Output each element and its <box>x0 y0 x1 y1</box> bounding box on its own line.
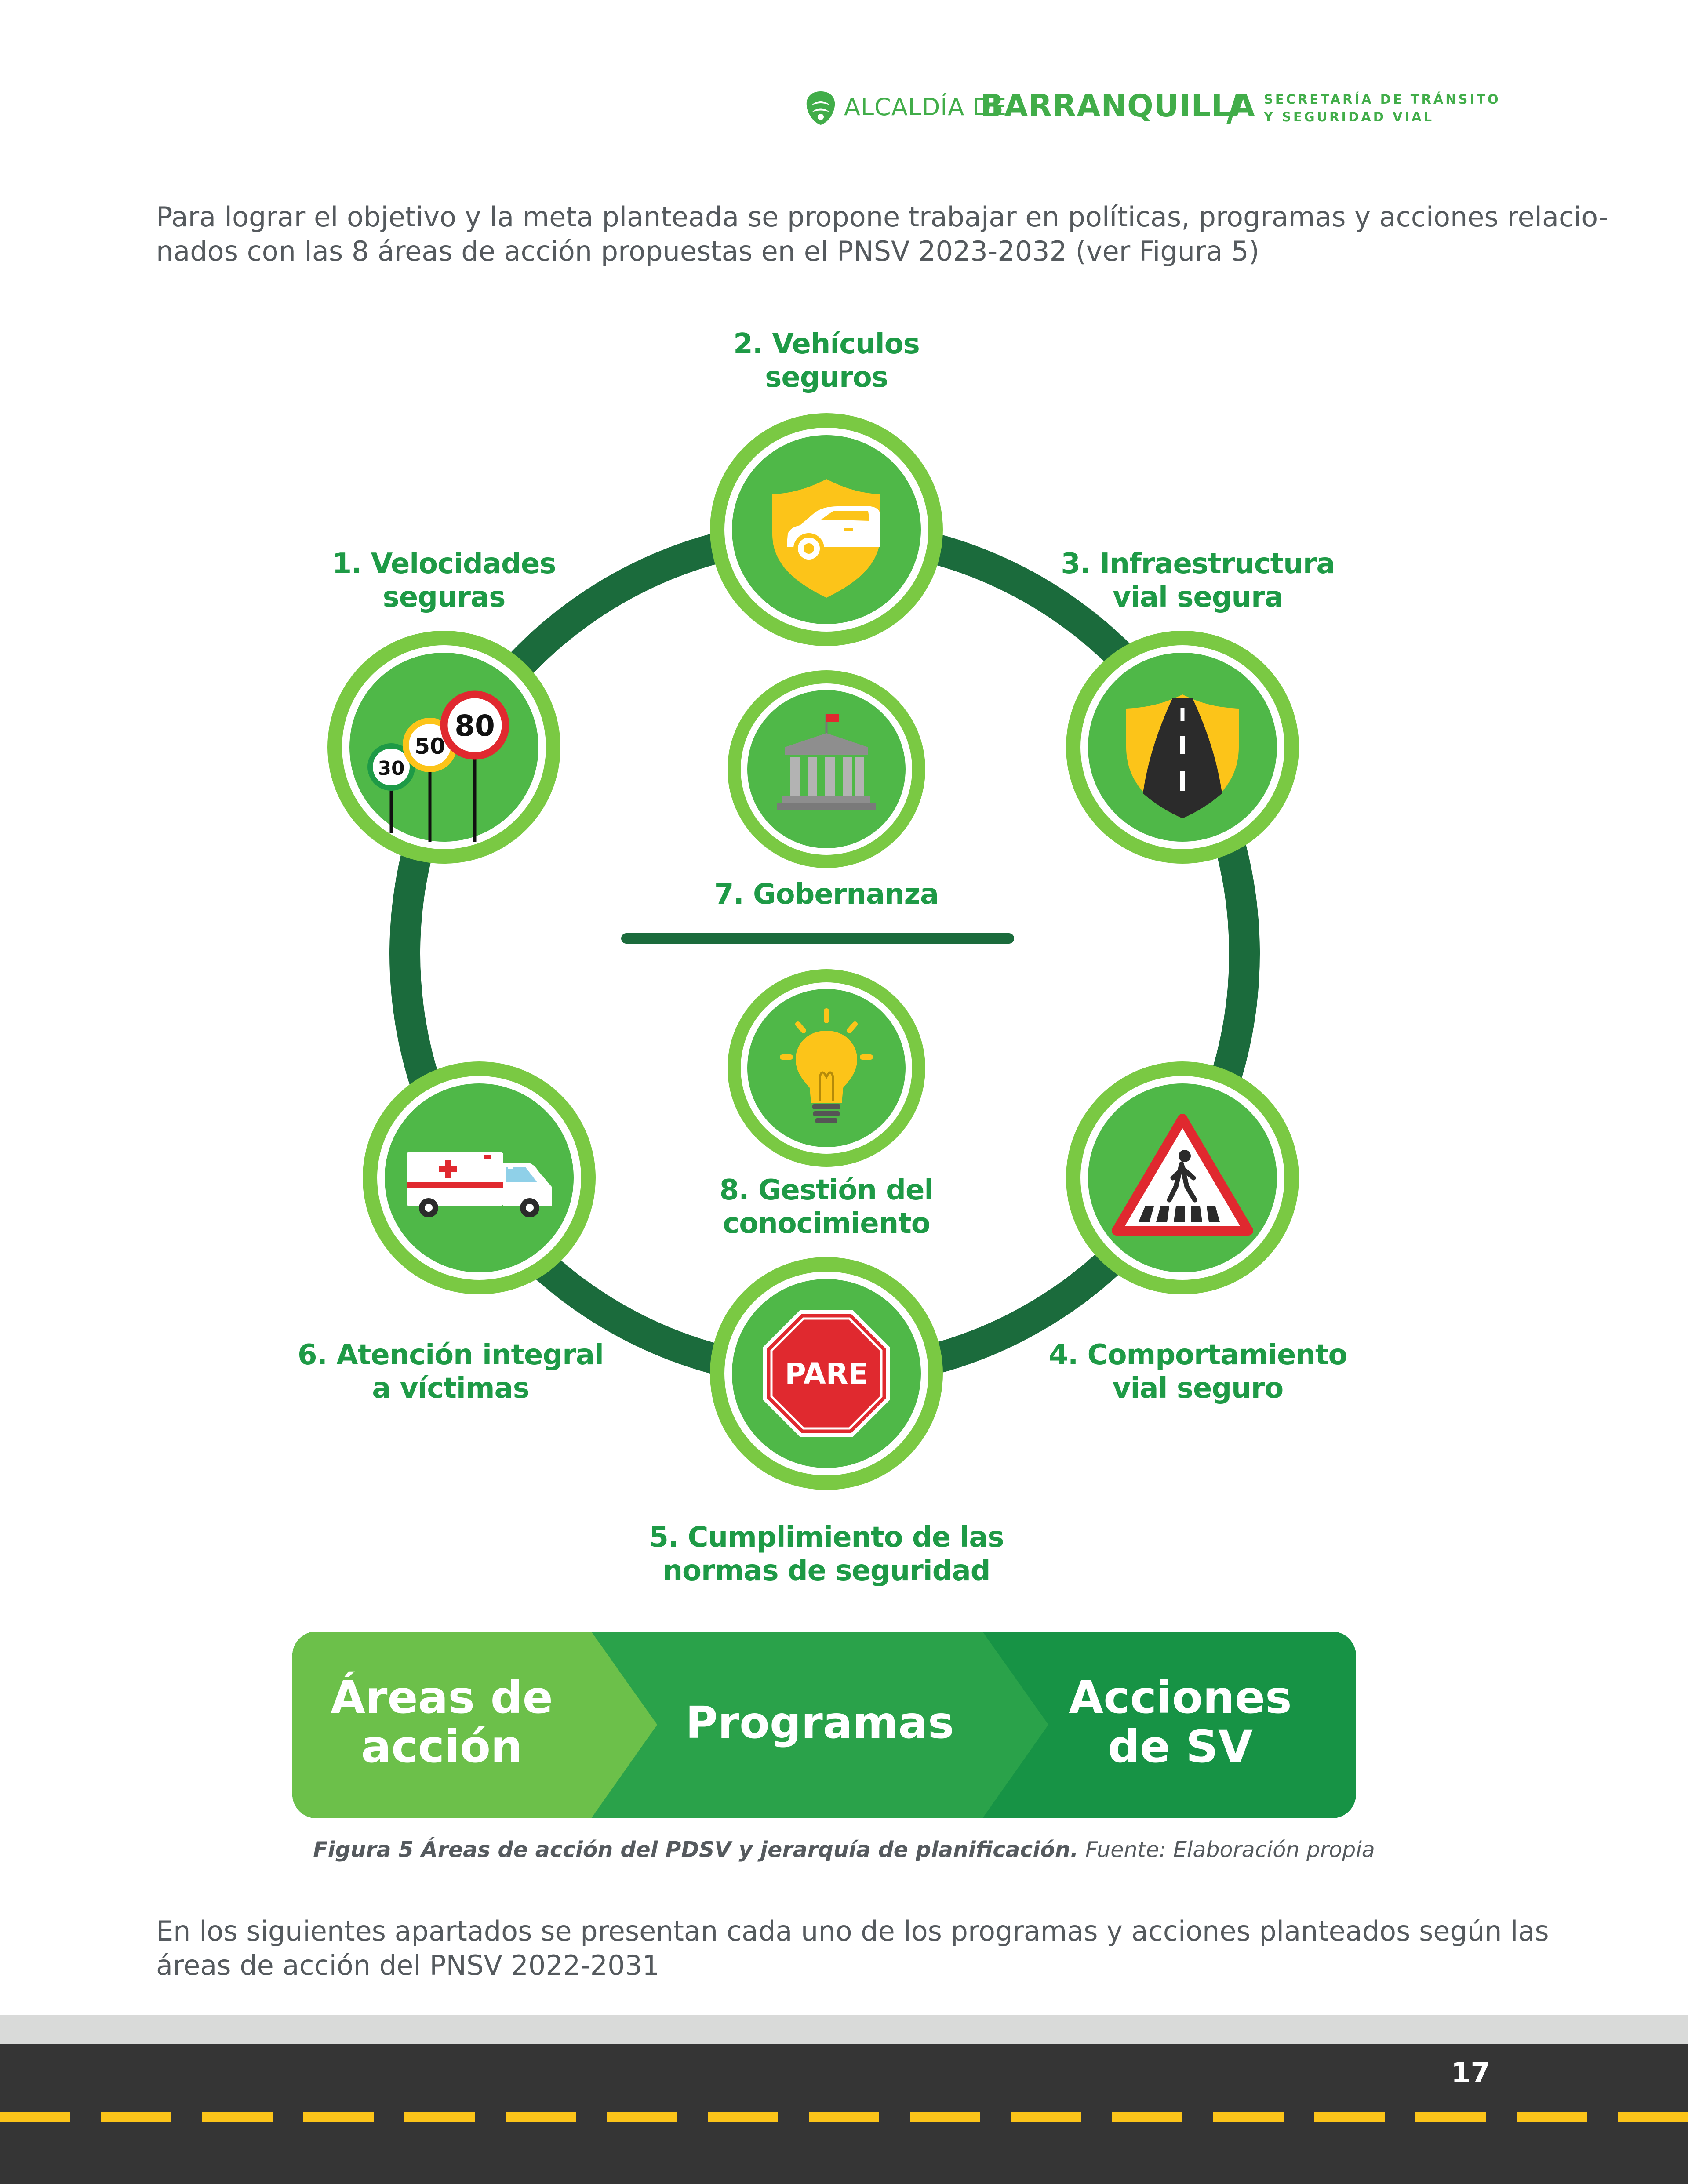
area-2-label-line1: 2. Vehículos <box>733 328 920 360</box>
speed-sign-30: 30 <box>378 757 404 780</box>
flow-step-areas-line2: acción <box>361 1721 523 1773</box>
pedestrian-crossing-sign-icon <box>1112 1114 1253 1236</box>
caption-source: Fuente: Elaboración propia <box>1085 1837 1375 1862</box>
area-1-label-line2: seguras <box>382 581 506 614</box>
area-7-label-line1: 7. Gobernanza <box>714 878 939 911</box>
speed-sign-80: 80 <box>455 709 495 743</box>
flow-step-actions-line2: de SV <box>1107 1721 1253 1773</box>
area-2-label: 2. Vehículos seguros <box>651 327 1002 394</box>
stop-sign-icon <box>763 1310 890 1437</box>
flow-step-actions: Acciones de SV <box>1048 1673 1312 1772</box>
flow-step-programs: Programas <box>685 1697 954 1748</box>
logo-prefix-text: ALCALDÍA DE <box>844 93 1007 121</box>
area-2-label-line2: seguros <box>765 361 888 394</box>
page-number: 17 <box>1451 2057 1490 2090</box>
logo-city-text: BARRANQUILLA <box>980 88 1255 124</box>
closing-line-1: En los siguientes apartados se presentan… <box>156 1915 1549 1947</box>
road-lane-markings <box>0 2112 1688 2122</box>
area-5-label: 5. Cumplimiento de las normas de segurid… <box>607 1521 1046 1588</box>
area-4-label-line2: vial seguro <box>1112 1372 1284 1405</box>
intro-line-2: nados con las 8 áreas de acción propuest… <box>156 235 1259 267</box>
area-5-badge <box>710 1257 943 1490</box>
speed-limit-signs-icon <box>367 690 509 842</box>
closing-line-2: áreas de acción del PNSV 2022-2031 <box>156 1949 660 1981</box>
flow-step-areas: Áreas de acción <box>292 1673 591 1772</box>
car-shield-icon <box>772 479 880 598</box>
area-6-label: 6. Atención integral a víctimas <box>275 1338 626 1405</box>
secretariat-line2: Y SEGURIDAD VIAL <box>1264 109 1434 124</box>
closing-paragraph: En los siguientes apartados se presentan… <box>156 1914 1549 1983</box>
figure-caption: Figura 5 Áreas de acción del PDSV y jera… <box>0 1837 1688 1862</box>
header-logo: ALCALDÍA DE BARRANQUILLA / SECRETARÍA DE… <box>802 86 1499 129</box>
area-6-label-line1: 6. Atención integral <box>298 1339 604 1371</box>
lightbulb-icon <box>780 1008 873 1123</box>
area-3-label-line2: vial segura <box>1113 581 1284 614</box>
stop-sign-text: PARE <box>785 1357 868 1391</box>
government-building-icon <box>777 714 876 810</box>
area-7-label: 7. Gobernanza <box>651 878 1002 911</box>
area-5-label-line1: 5. Cumplimiento de las <box>649 1521 1004 1554</box>
area-4-badge <box>1066 1061 1299 1294</box>
area-8-label-line2: conocimiento <box>723 1207 930 1240</box>
area-6-badge <box>363 1061 596 1294</box>
area-3-label-line1: 3. Infraestructura <box>1061 548 1335 580</box>
area-8-label: 8. Gestión del conocimiento <box>651 1174 1002 1240</box>
intro-paragraph: Para lograr el objetivo y la meta plante… <box>156 200 1608 269</box>
city-emblem-icon <box>806 91 835 125</box>
logo-separator: / <box>1226 86 1240 129</box>
secretariat-name: SECRETARÍA DE TRÁNSITO Y SEGURIDAD VIAL <box>1264 91 1501 126</box>
flow-step-actions-line1: Acciones <box>1069 1672 1292 1724</box>
area-1-badge <box>327 631 560 864</box>
area-7-badge <box>728 670 925 868</box>
road-shield-icon <box>1126 694 1239 818</box>
area-1-label: 1. Velocidades seguras <box>268 547 620 614</box>
ambulance-icon <box>407 1152 552 1217</box>
secretariat-line1: SECRETARÍA DE TRÁNSITO <box>1264 92 1501 107</box>
caption-title: Figura 5 Áreas de acción del PDSV y jera… <box>313 1837 1079 1862</box>
area-3-badge <box>1066 631 1299 864</box>
intro-line-1: Para lograr el objetivo y la meta plante… <box>156 201 1608 233</box>
area-1-label-line1: 1. Velocidades <box>332 548 557 580</box>
area-3-label: 3. Infraestructura vial segura <box>1022 547 1374 614</box>
area-5-label-line2: normas de seguridad <box>662 1555 990 1587</box>
area-4-label-line1: 4. Comportamiento <box>1048 1339 1347 1371</box>
footer-stripe <box>0 2015 1688 2044</box>
area-4-label: 4. Comportamiento vial seguro <box>1022 1338 1374 1405</box>
planning-hierarchy-bar: Áreas de acción Programas Acciones de SV <box>292 1632 1356 1818</box>
area-2-badge <box>710 413 943 646</box>
area-8-badge <box>728 969 925 1167</box>
flow-bar-shapes <box>292 1632 1356 1818</box>
area-6-label-line2: a víctimas <box>372 1372 530 1405</box>
flow-step-areas-line1: Áreas de <box>331 1672 553 1724</box>
area-8-label-line1: 8. Gestión del <box>719 1174 934 1206</box>
speed-sign-50: 50 <box>415 734 445 759</box>
